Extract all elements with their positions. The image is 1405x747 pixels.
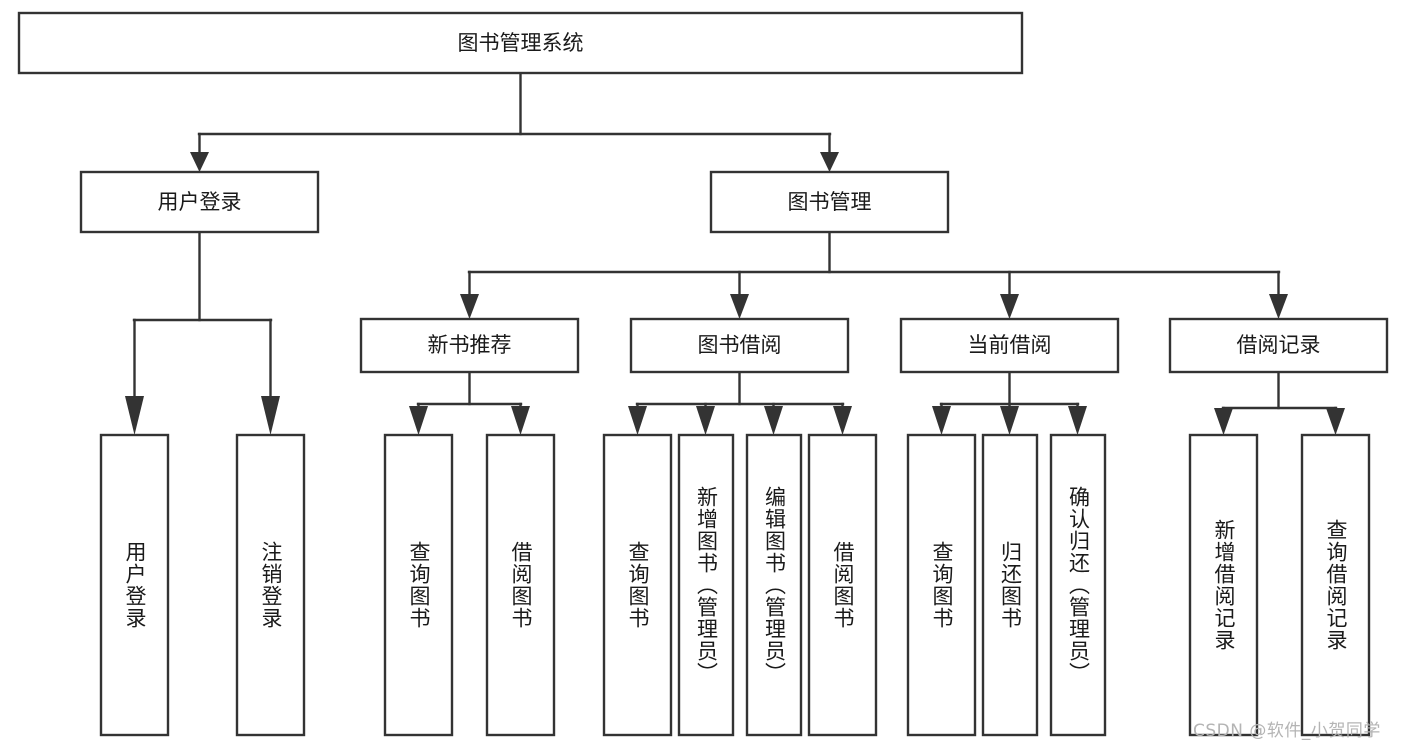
node-current-borrow[interactable]: 当前借阅: [899, 317, 1120, 374]
connector-group-borrow-record-to-leaves: [1214, 370, 1345, 435]
node-leaf-add-book-box[interactable]: [677, 433, 735, 737]
csdn-watermark: CSDN @软件_小贺同学: [1193, 721, 1381, 741]
connector-group-current-borrow-to-leaves: [932, 370, 1087, 435]
connector-group-user-login-to-leaves: [125, 230, 280, 435]
node-new-book-recommend-box[interactable]: [359, 317, 580, 374]
arrow-head-leaf-query-record: [1326, 408, 1345, 435]
arrow-head-leaf-query-book-2: [628, 406, 647, 435]
arrow-head-current-borrow: [1000, 294, 1019, 319]
node-new-book-recommend-label: 新书推荐: [428, 333, 512, 357]
node-book-management[interactable]: 图书管理: [709, 170, 950, 234]
node-leaf-return-book-box[interactable]: [981, 433, 1039, 737]
node-leaf-borrow-book-2-box[interactable]: [807, 433, 878, 737]
connector-group-root-to-level2: [190, 71, 839, 172]
arrow-head-user-login: [190, 152, 209, 172]
node-book-borrow-label: 图书借阅: [698, 333, 782, 357]
node-book-borrow-box[interactable]: [629, 317, 850, 374]
node-book-management-label: 图书管理: [788, 190, 872, 214]
arrow-head-leaf-add-record: [1214, 408, 1233, 435]
arrow-head-new-book-recommend: [460, 294, 479, 319]
node-root-box[interactable]: [17, 11, 1024, 75]
arrow-head-borrow-record: [1269, 294, 1288, 319]
node-leaf-user-login-box[interactable]: [99, 433, 170, 737]
node-leaf-edit-book-box[interactable]: [745, 433, 803, 737]
arrow-head-leaf-edit-book: [764, 406, 783, 435]
node-borrow-record-box[interactable]: [1168, 317, 1389, 374]
node-leaf-logout-login-box[interactable]: [235, 433, 306, 737]
arrow-head-book-borrow: [730, 294, 749, 319]
arrow-head-leaf-confirm-return: [1068, 406, 1087, 435]
node-user-login-label: 用户登录: [158, 190, 242, 214]
arrow-head-book-management: [820, 152, 839, 172]
node-leaf-query-book-1-box[interactable]: [383, 433, 454, 737]
arrow-head-leaf-add-book: [696, 406, 715, 435]
node-leaf-query-record-box[interactable]: [1300, 433, 1371, 737]
arrow-head-leaf-query-book-3: [932, 406, 951, 435]
node-user-login-box[interactable]: [79, 170, 320, 234]
node-leaf-borrow-book-1-box[interactable]: [485, 433, 556, 737]
node-current-borrow-label: 当前借阅: [968, 333, 1052, 357]
node-user-login[interactable]: 用户登录: [79, 170, 320, 234]
arrow-head-leaf-query-book-1: [409, 406, 428, 435]
node-root[interactable]: 图书管理系统: [17, 11, 1024, 75]
arrow-head-leaf-user-login: [125, 396, 144, 435]
node-leaf-confirm-return-box[interactable]: [1049, 433, 1107, 737]
node-current-borrow-box[interactable]: [899, 317, 1120, 374]
node-borrow-record[interactable]: 借阅记录: [1168, 317, 1389, 374]
arrow-head-leaf-return-book: [1000, 406, 1019, 435]
arrow-head-leaf-borrow-book-2: [833, 406, 852, 435]
node-leaf-add-record-box[interactable]: [1188, 433, 1259, 737]
node-root-label: 图书管理系统: [458, 31, 584, 55]
connector-group-book-borrow-to-leaves: [628, 370, 852, 435]
arrow-head-leaf-borrow-book-1: [511, 406, 530, 435]
node-borrow-record-label: 借阅记录: [1237, 333, 1321, 357]
node-book-management-box[interactable]: [709, 170, 950, 234]
connector-group-new-book-recommend-to-leaves: [409, 370, 530, 435]
node-leaf-query-book-2-box[interactable]: [602, 433, 673, 737]
node-new-book-recommend[interactable]: 新书推荐: [359, 317, 580, 374]
arrow-head-leaf-logout-login: [261, 396, 280, 435]
node-leaf-query-book-3-box[interactable]: [906, 433, 977, 737]
node-book-borrow[interactable]: 图书借阅: [629, 317, 850, 374]
connector-group-book-management-to-level3: [460, 230, 1288, 319]
